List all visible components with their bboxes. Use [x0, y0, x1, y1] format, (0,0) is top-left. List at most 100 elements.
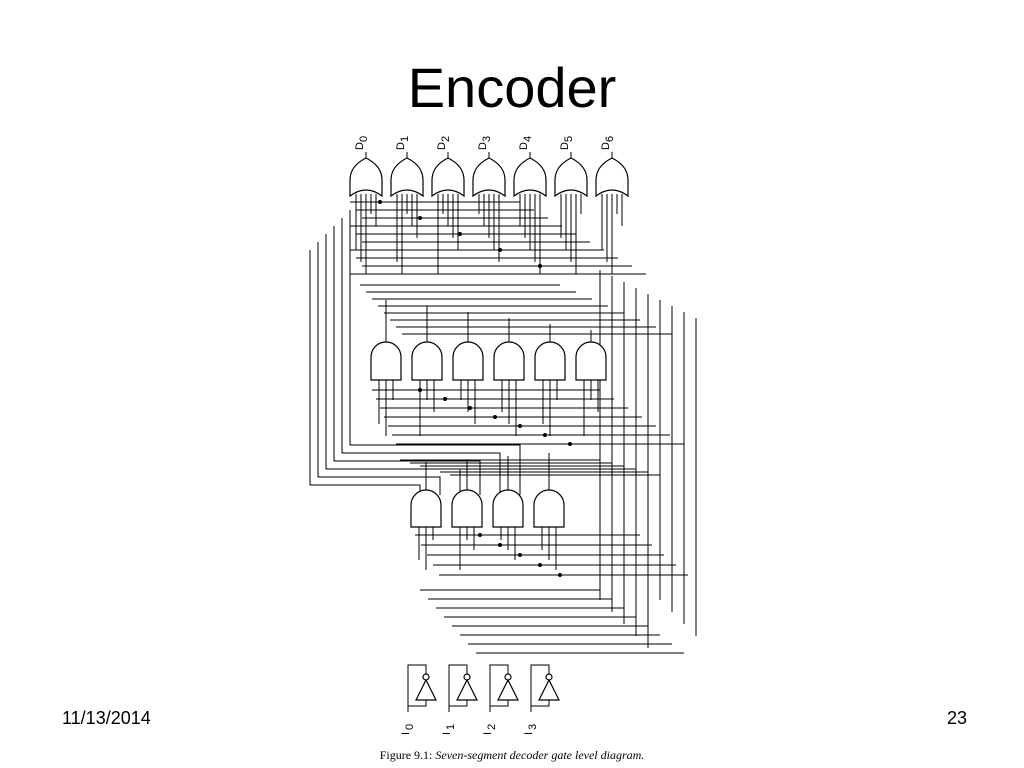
- input-labels: I 0 I 1 I 2 I 3: [400, 724, 539, 735]
- svg-text:D: D: [518, 142, 530, 150]
- and-gate: [492, 489, 524, 528]
- svg-text:3: 3: [481, 136, 493, 142]
- wire: [489, 664, 509, 712]
- not-bubble: [504, 673, 512, 681]
- junction-dot: [493, 415, 497, 419]
- svg-text:D: D: [477, 142, 489, 150]
- output-label-d2: D 2: [436, 136, 452, 150]
- wire: [448, 664, 468, 712]
- input-label-i0: I 0: [400, 724, 416, 735]
- output-label-d5: D 5: [559, 136, 575, 150]
- or-gate: [595, 157, 629, 198]
- wire: [490, 700, 509, 707]
- wire: [341, 218, 501, 495]
- junction-dot: [538, 563, 542, 567]
- output-label-d1: D 1: [395, 136, 411, 150]
- svg-text:0: 0: [404, 724, 416, 730]
- not-gate: [415, 678, 437, 701]
- svg-text:1: 1: [445, 724, 457, 730]
- and-gate: [370, 341, 402, 381]
- junction-dot: [443, 397, 447, 401]
- wire: [309, 250, 421, 495]
- wire: [325, 234, 461, 495]
- junction-dot: [458, 232, 462, 236]
- junction-dot: [538, 264, 542, 268]
- junction-dots: [378, 200, 572, 577]
- wire: [530, 664, 550, 712]
- or-gate: [554, 157, 588, 198]
- output-label-d0: D 0: [354, 136, 370, 150]
- wire: [408, 700, 427, 707]
- circuit-wires: [309, 152, 697, 712]
- wire: [349, 210, 521, 495]
- junction-dot: [568, 442, 572, 446]
- or-gate: [513, 157, 547, 198]
- svg-text:6: 6: [604, 136, 616, 142]
- svg-text:I: I: [441, 732, 453, 735]
- not-gate: [538, 678, 560, 701]
- svg-text:5: 5: [563, 136, 575, 142]
- wire: [531, 700, 550, 707]
- junction-dot: [378, 200, 382, 204]
- output-label-d3: D 3: [477, 136, 493, 150]
- junction-dot: [558, 573, 562, 577]
- junction-dot: [468, 406, 472, 410]
- and-gate: [452, 341, 484, 381]
- and-gate: [533, 489, 565, 528]
- junction-dot: [518, 553, 522, 557]
- slide-title: Encoder: [407, 56, 617, 119]
- svg-text:I: I: [400, 732, 412, 735]
- junction-dot: [498, 248, 502, 252]
- output-labels: D 0 D 1 D 2 D 3 D 4 D 5 D 6: [354, 136, 616, 150]
- not-bubble: [463, 673, 471, 681]
- svg-text:2: 2: [486, 724, 498, 730]
- junction-dot: [498, 543, 502, 547]
- junction-dot: [418, 388, 422, 392]
- svg-text:4: 4: [522, 136, 534, 142]
- junction-dot: [478, 533, 482, 537]
- slide-date: 11/13/2014: [62, 708, 151, 728]
- figure-caption: Figure 9.1: Seven-segment decoder gate l…: [0, 748, 1024, 763]
- slide-number: 23: [946, 708, 967, 728]
- not-bubble: [422, 673, 430, 681]
- junction-dot: [518, 424, 522, 428]
- or-gate: [472, 157, 506, 198]
- svg-text:D: D: [354, 142, 366, 150]
- svg-text:D: D: [395, 142, 407, 150]
- wire: [317, 242, 441, 495]
- svg-text:D: D: [600, 142, 612, 150]
- svg-text:3: 3: [527, 724, 539, 730]
- logic-gates: [349, 157, 629, 701]
- svg-text:I: I: [482, 732, 494, 735]
- or-gate: [390, 157, 424, 198]
- svg-text:1: 1: [399, 136, 411, 142]
- wire: [449, 700, 468, 707]
- wire: [333, 226, 481, 495]
- junction-dot: [418, 216, 422, 220]
- and-gate: [575, 341, 607, 381]
- and-gate: [410, 489, 442, 528]
- input-label-i1: I 1: [441, 724, 457, 735]
- not-gate: [456, 678, 478, 701]
- and-gate: [411, 341, 443, 381]
- input-label-i2: I 2: [482, 724, 498, 735]
- wire: [407, 664, 427, 712]
- output-label-d4: D 4: [518, 136, 534, 150]
- svg-text:D: D: [559, 142, 571, 150]
- svg-text:I: I: [523, 732, 535, 735]
- caption-text: Seven-segment decoder gate level diagram…: [435, 748, 645, 762]
- and-gate: [534, 341, 566, 381]
- svg-text:2: 2: [440, 136, 452, 142]
- and-gate: [493, 341, 525, 381]
- or-gate: [349, 157, 383, 198]
- junction-dot: [543, 433, 547, 437]
- input-label-i3: I 3: [523, 724, 539, 735]
- svg-text:0: 0: [358, 136, 370, 142]
- output-label-d6: D 6: [600, 136, 616, 150]
- not-gate: [497, 678, 519, 701]
- not-bubble: [545, 673, 553, 681]
- caption-prefix: Figure 9.1:: [379, 748, 433, 762]
- and-gate: [451, 489, 483, 528]
- or-gate: [431, 157, 465, 198]
